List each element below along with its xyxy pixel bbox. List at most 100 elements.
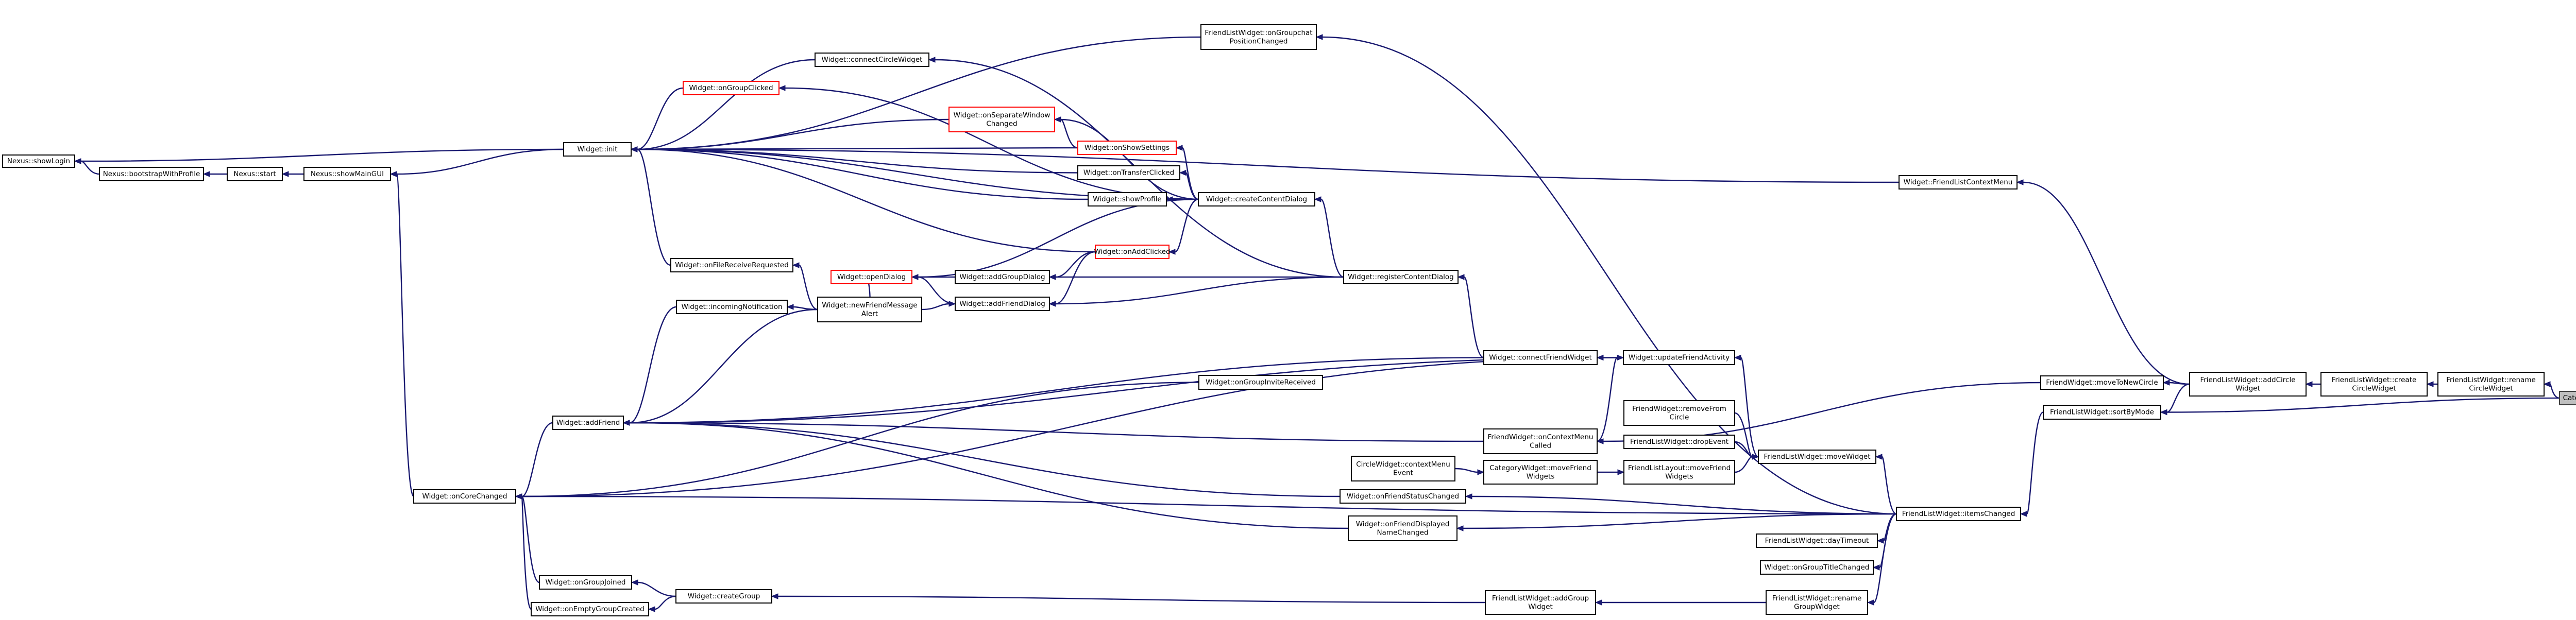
node-addGroupDialog[interactable]: Widget::addGroupDialog: [955, 270, 1050, 284]
node-flItemsChanged[interactable]: FriendListWidget::itemsChanged: [1896, 507, 2021, 521]
edge-onEmptyGroup-to-onCoreChanged: [515, 493, 532, 610]
node-onGroupTitle[interactable]: Widget::onGroupTitleChanged: [1760, 560, 1874, 575]
node-label: FriendWidget::moveToNewCircle: [2046, 378, 2158, 387]
node-onCoreChanged[interactable]: Widget::onCoreChanged: [413, 489, 516, 504]
node-onGroupInvite[interactable]: Widget::onGroupInviteReceived: [1198, 375, 1323, 390]
node-label: FriendWidget::removeFrom: [1632, 405, 1726, 413]
edge-catMoveFriend-to-flLayoutMove: [1597, 469, 1625, 475]
node-showProfile[interactable]: Widget::showProfile: [1088, 192, 1167, 206]
node-label: Widget::onGroupClicked: [689, 84, 773, 92]
node-label: Widget::createGroup: [688, 592, 760, 600]
edge-flItemsChanged-to-flMoveWidget: [1875, 454, 1897, 515]
edge-init-to-showLogin: [74, 148, 564, 164]
node-flContextMenu[interactable]: Widget::FriendListContextMenu: [1899, 175, 2018, 190]
node-label: CategoryWidget::setName: [2563, 394, 2576, 402]
node-connectFriend[interactable]: Widget::connectFriendWidget: [1483, 350, 1598, 365]
node-updateActivity[interactable]: Widget::updateFriendActivity: [1623, 350, 1735, 365]
node-incomingNotif[interactable]: Widget::incomingNotification: [676, 300, 788, 314]
node-label: Widget::onFileReceiveRequested: [675, 261, 789, 269]
node-flDayTimeout[interactable]: FriendListWidget::dayTimeout: [1756, 533, 1878, 548]
node-registerContent[interactable]: Widget::registerContentDialog: [1343, 270, 1459, 284]
edge-flItemsChanged-to-onFriendStatus: [1465, 493, 1897, 515]
edge-onGroupJoined-to-onCoreChanged: [515, 493, 540, 583]
node-flDropEvent[interactable]: FriendListWidget::dropEvent: [1623, 435, 1735, 449]
node-label: FriendWidget::onContextMenu: [1488, 433, 1594, 441]
node-createGroup[interactable]: Widget::createGroup: [675, 589, 772, 604]
node-fwMoveToNew[interactable]: FriendWidget::moveToNewCircle: [2040, 375, 2164, 390]
node-connectCircle[interactable]: Widget::connectCircleWidget: [815, 53, 929, 67]
node-label: Widget::addFriendDialog: [959, 300, 1045, 308]
node-flMoveWidget[interactable]: FriendListWidget::moveWidget: [1758, 450, 1876, 464]
edge-flItemsChanged-to-flRenameGroup: [1867, 513, 1897, 606]
edge-newFriendMsg-to-addFriendDialog: [921, 301, 956, 311]
node-catSetName[interactable]: CategoryWidget::setName: [2559, 391, 2576, 405]
node-showMainGUI[interactable]: Nexus::showMainGUI: [303, 167, 391, 181]
edge-flItemsChanged-to-onCoreChanged: [515, 493, 1897, 515]
node-label: Nexus::start: [233, 170, 276, 178]
edge-onAddClicked-to-addGroupDialog: [1048, 251, 1096, 280]
node-label: Nexus::showMainGUI: [311, 170, 384, 178]
edge-flMoveWidget-to-updateActivity: [1734, 354, 1759, 458]
node-onFileRecv[interactable]: Widget::onFileReceiveRequested: [670, 258, 793, 272]
edge-onCoreChanged-to-showMainGUI: [389, 171, 415, 497]
node-openDialog[interactable]: Widget::openDialog: [831, 270, 912, 284]
edge-flAddGroup-to-createGroup: [771, 593, 1486, 604]
node-start[interactable]: Nexus::start: [227, 167, 283, 181]
node-label: Widget::init: [578, 145, 618, 153]
node-onGroupClicked[interactable]: Widget::onGroupClicked: [683, 81, 779, 95]
edge-newFriendMsg-to-onFileRecv: [792, 262, 818, 311]
node-label: FriendListWidget::addGroup: [1492, 594, 1589, 602]
node-label: NameChanged: [1377, 528, 1428, 537]
edge-onGroupInvite-to-onCoreChanged: [515, 382, 1199, 500]
edge-createContent-to-openDialog: [911, 198, 1199, 280]
edge-createGroup-to-onEmptyGroup: [648, 595, 676, 612]
node-label: Widget: [2235, 384, 2260, 392]
node-onAddClicked[interactable]: Widget::onAddClicked: [1094, 245, 1171, 259]
edge-onFileRecv-to-init: [630, 146, 671, 266]
node-onTransfer[interactable]: Widget::onTransferClicked: [1077, 165, 1180, 180]
edge-onAddClicked-to-init: [630, 146, 1096, 253]
node-label: Widget::addGroupDialog: [959, 273, 1045, 281]
node-onEmptyGroup[interactable]: Widget::onEmptyGroupCreated: [531, 602, 649, 616]
node-addFriend[interactable]: Widget::addFriend: [552, 416, 624, 430]
node-onGroupchatPos[interactable]: FriendListWidget::onGroupchatPositionCha…: [1200, 24, 1317, 50]
node-onFriendStatus[interactable]: Widget::onFriendStatusChanged: [1340, 489, 1466, 504]
node-flSortByMode[interactable]: FriendListWidget::sortByMode: [2043, 405, 2161, 420]
edge-onShowSettings-to-onSeparate: [1054, 116, 1078, 149]
node-createContent[interactable]: Widget::createContentDialog: [1198, 192, 1315, 206]
node-label: Widget::onFriendDisplayed: [1356, 520, 1450, 528]
node-label: Changed: [986, 119, 1017, 128]
node-init[interactable]: Widget::init: [563, 142, 632, 157]
edge-connectFriend-to-registerContent: [1457, 274, 1484, 358]
node-label: Widget::incomingNotification: [681, 303, 782, 311]
node-showLogin[interactable]: Nexus::showLogin: [2, 154, 75, 168]
node-addFriendDialog[interactable]: Widget::addFriendDialog: [955, 297, 1050, 311]
edge-flContextMenu-to-init: [630, 146, 1900, 183]
node-label: PositionChanged: [1230, 37, 1288, 45]
node-label: Widget::onGroupInviteReceived: [1206, 378, 1316, 387]
edge-incomingNotif-to-addFriend: [622, 306, 677, 426]
edge-addFriend-to-onCoreChanged: [515, 422, 553, 500]
node-onShowSettings[interactable]: Widget::onShowSettings: [1077, 141, 1177, 155]
edges-layer: [74, 34, 2560, 612]
node-label: Widget::connectCircleWidget: [822, 56, 923, 64]
node-label: Widget::onGroupJoined: [546, 578, 626, 587]
edge-flRenameCircle-to-flCreateCircle: [2426, 381, 2438, 387]
edge-start-to-bootstrap: [202, 171, 228, 177]
node-onGroupJoined[interactable]: Widget::onGroupJoined: [539, 575, 632, 590]
node-bootstrap[interactable]: Nexus::bootstrapWithProfile: [99, 167, 204, 181]
node-label: Nexus::showLogin: [7, 157, 70, 165]
